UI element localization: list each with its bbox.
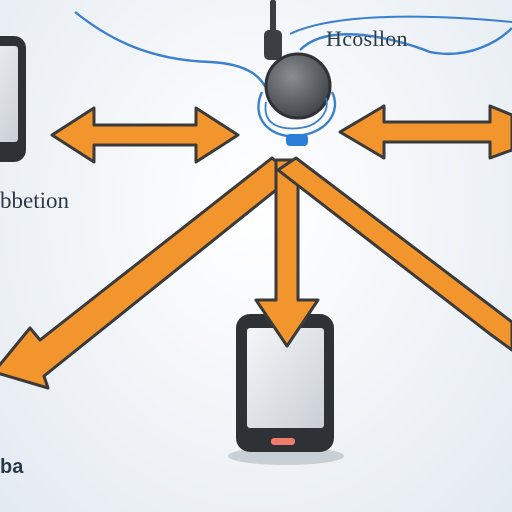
status-led xyxy=(271,438,295,445)
smartphone-bottom-screen xyxy=(247,328,324,428)
double-arrow-left xyxy=(50,106,240,164)
double-arrow-right xyxy=(338,104,512,160)
arrow-to-bottom-left xyxy=(0,156,288,390)
arrow-to-bottom-right xyxy=(276,156,512,352)
cable-top-right xyxy=(289,15,512,35)
label-left: bbetion xyxy=(0,188,69,213)
smartphone-bottom xyxy=(236,314,334,452)
label-bottom-left: ba xyxy=(0,456,24,478)
central-hub xyxy=(257,0,337,146)
hub-stand xyxy=(264,30,282,60)
hub-antenna xyxy=(270,0,276,34)
cable-left xyxy=(74,11,270,93)
speaker-headset-icon xyxy=(264,52,332,120)
smartphone-left-screen xyxy=(0,46,18,142)
label-top-right: Hcosllon xyxy=(326,26,408,51)
smartphone-left xyxy=(0,36,26,162)
cable-right xyxy=(299,27,512,55)
hub-cable-loop-2 xyxy=(264,97,328,130)
connector-plug xyxy=(286,134,308,146)
